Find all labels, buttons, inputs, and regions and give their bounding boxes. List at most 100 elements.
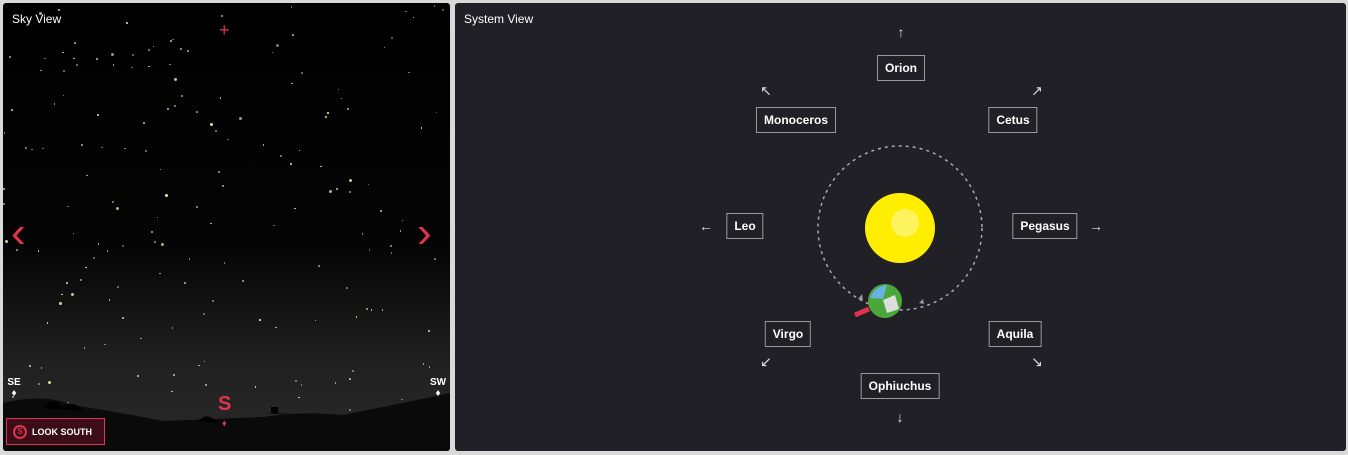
constellation-pegasus[interactable]: Pegasus xyxy=(1012,213,1078,239)
star xyxy=(298,396,300,399)
star xyxy=(80,279,83,282)
star xyxy=(290,163,292,165)
star xyxy=(271,51,274,54)
star xyxy=(220,15,223,18)
star xyxy=(126,22,128,24)
constellation-aquila[interactable]: Aquila xyxy=(988,321,1042,347)
star xyxy=(181,94,184,97)
star xyxy=(295,379,298,382)
star xyxy=(159,168,162,171)
star xyxy=(188,258,191,260)
pan-left-button[interactable]: ‹ xyxy=(11,208,26,257)
star xyxy=(57,9,60,12)
star xyxy=(37,250,39,252)
star xyxy=(122,245,125,248)
arrow-pegasus-icon: → xyxy=(1089,218,1103,234)
star xyxy=(215,129,218,132)
constellation-ophiuchus[interactable]: Ophiuchus xyxy=(860,373,940,399)
star xyxy=(209,122,213,126)
sky-view-panel[interactable]: Sky View + ‹ › SE♦ SW♦ S ♦ xyxy=(3,3,450,451)
star xyxy=(12,396,15,399)
star xyxy=(161,243,165,247)
star xyxy=(198,364,200,367)
star xyxy=(389,244,392,247)
star xyxy=(74,41,77,44)
arrow-aquila-icon: ↘ xyxy=(1031,353,1043,370)
star xyxy=(428,366,430,368)
star xyxy=(408,71,410,74)
star xyxy=(96,114,99,117)
star xyxy=(368,249,371,251)
star xyxy=(401,219,404,222)
star xyxy=(275,326,277,329)
star xyxy=(433,5,436,7)
star xyxy=(349,191,352,194)
direction-sw: SW♦ xyxy=(429,377,447,399)
star xyxy=(97,243,100,245)
constellation-monoceros[interactable]: Monoceros xyxy=(755,107,837,133)
star xyxy=(361,233,364,235)
star xyxy=(169,63,171,66)
pan-right-button[interactable]: › xyxy=(417,208,432,257)
star xyxy=(46,322,49,324)
star xyxy=(147,49,150,52)
constellation-orion[interactable]: Orion xyxy=(877,55,925,81)
star xyxy=(11,109,14,112)
star xyxy=(44,57,46,60)
star xyxy=(152,45,155,48)
star xyxy=(205,383,208,386)
star xyxy=(219,97,222,99)
star xyxy=(300,72,303,75)
star xyxy=(420,127,423,129)
star xyxy=(433,258,436,261)
zenith-crosshair-icon: + xyxy=(219,20,230,40)
star xyxy=(140,337,142,340)
star xyxy=(320,165,322,168)
star xyxy=(76,63,79,66)
star xyxy=(171,390,173,393)
star xyxy=(187,50,190,53)
star xyxy=(171,327,174,329)
star xyxy=(62,94,65,97)
star xyxy=(390,36,393,39)
constellation-cetus[interactable]: Cetus xyxy=(988,107,1038,133)
star xyxy=(85,266,87,269)
star xyxy=(242,280,245,283)
star xyxy=(337,88,340,91)
star xyxy=(195,206,198,209)
star xyxy=(3,132,6,134)
star xyxy=(298,149,301,151)
star xyxy=(370,309,372,311)
constellation-virgo[interactable]: Virgo xyxy=(764,321,812,347)
arrow-virgo-icon: ↙ xyxy=(760,353,772,370)
direction-se-label: SE xyxy=(7,377,21,388)
star xyxy=(383,46,386,49)
star xyxy=(280,154,283,157)
star xyxy=(221,184,224,187)
star xyxy=(300,384,303,386)
star xyxy=(150,231,153,234)
direction-sw-label: SW xyxy=(429,377,447,388)
star xyxy=(63,70,65,72)
star xyxy=(227,138,229,141)
star xyxy=(349,378,351,380)
star xyxy=(390,252,393,254)
star xyxy=(379,210,382,213)
star xyxy=(292,34,294,36)
constellation-leo[interactable]: Leo xyxy=(726,213,764,239)
star xyxy=(73,57,75,60)
star xyxy=(327,112,329,114)
star xyxy=(121,317,124,320)
look-south-button[interactable]: S LOOK SOUTH xyxy=(6,418,105,445)
star xyxy=(290,6,293,8)
star xyxy=(5,239,9,243)
star xyxy=(412,16,415,19)
star xyxy=(212,300,215,303)
arrow-monoceros-icon: ↖ xyxy=(760,82,772,99)
earth-orbit xyxy=(817,145,983,311)
star xyxy=(433,378,436,380)
star xyxy=(349,409,352,412)
star xyxy=(340,97,343,100)
star xyxy=(70,292,74,296)
star xyxy=(112,201,114,203)
